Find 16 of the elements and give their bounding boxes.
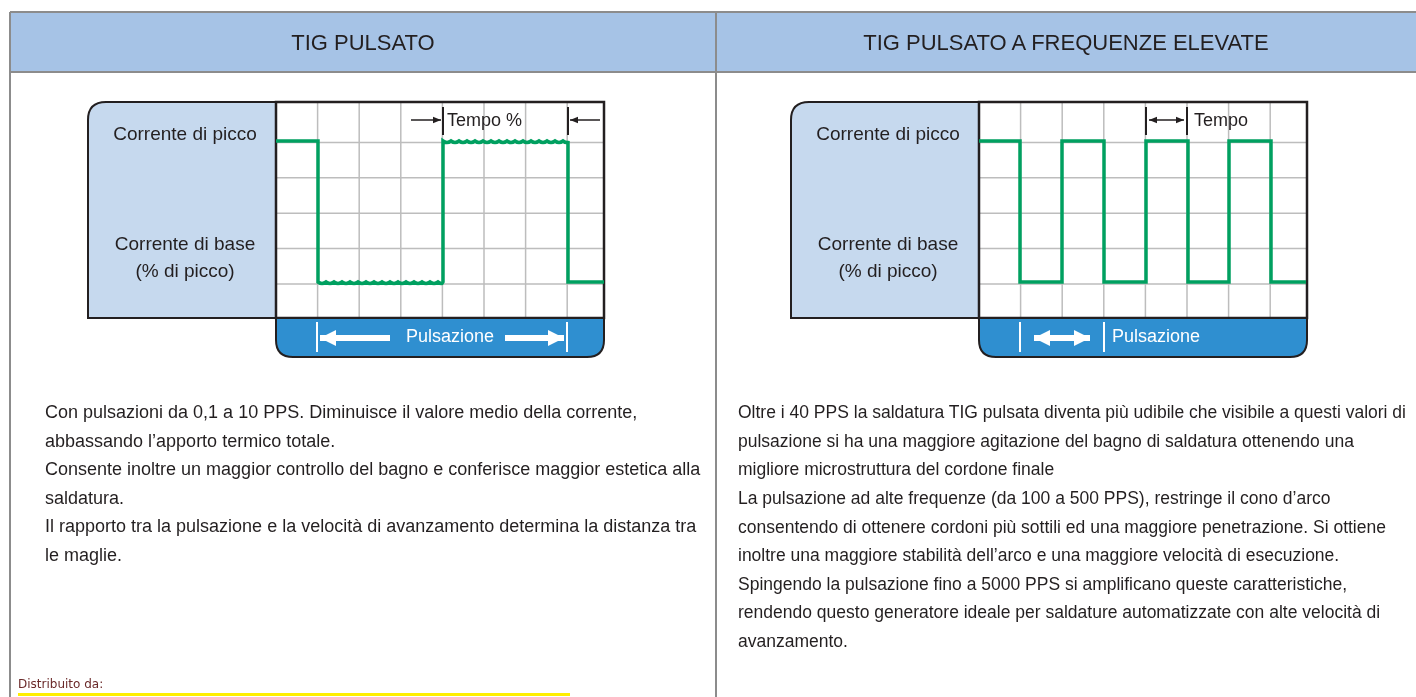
- dimension-label: Tempo %: [447, 110, 524, 132]
- column-heading: TIG PULSATO A FREQUENZE ELEVATE: [862, 30, 1270, 57]
- description-text: Oltre i 40 PPS la saldatura TIG pulsata diventa più udibile che visibile a questi valori di pulsazione si ha una maggiore agitazione del bagno di saldatura ottenendo una migliore microstruttura del cordone finale: [738, 401, 1407, 481]
- bar-label: Pulsazione: [404, 326, 496, 348]
- axis-label: Corrente di picco: [815, 122, 961, 146]
- description-text: Il rapporto tra la pulsazione e la velocità di avanzamento determina la distanza tra le maglie.: [45, 515, 698, 567]
- axis-label: Corrente di picco: [112, 122, 258, 146]
- description-text: Con pulsazioni da 0,1 a 10 PPS. Diminuisce il valore medio della corrente, abbassando l’apporto termico totale.: [45, 401, 639, 453]
- dimension-label: Tempo: [1194, 110, 1250, 132]
- footer-note: Distribuito da:: [18, 677, 105, 692]
- description-text: Consente inoltre un maggior controllo del bagno e conferisce maggior estetica alla saldatura.: [45, 458, 702, 510]
- bar-label: Pulsazione: [1112, 326, 1202, 348]
- description-text: La pulsazione ad alte frequenze (da 100 a 500 PPS), restringe il cono d’arco consentendo di ottenere cordoni più sottili ed una maggiore penetrazione. Si ottiene inoltre una maggiore stabilità dell’arco e una maggiore velocità di esecuzione. Spingendo la pulsazione fino a 5000 PPS si amplificano queste caratteristiche, rendendo questo generatore ideale per saldature automatizzate con alte velocità di avanzamento.: [738, 487, 1387, 653]
- axis-label: Corrente di base (% di picco): [113, 232, 257, 283]
- column-heading: TIG PULSATO: [290, 30, 436, 57]
- axis-label: Corrente di base (% di picco): [816, 232, 960, 283]
